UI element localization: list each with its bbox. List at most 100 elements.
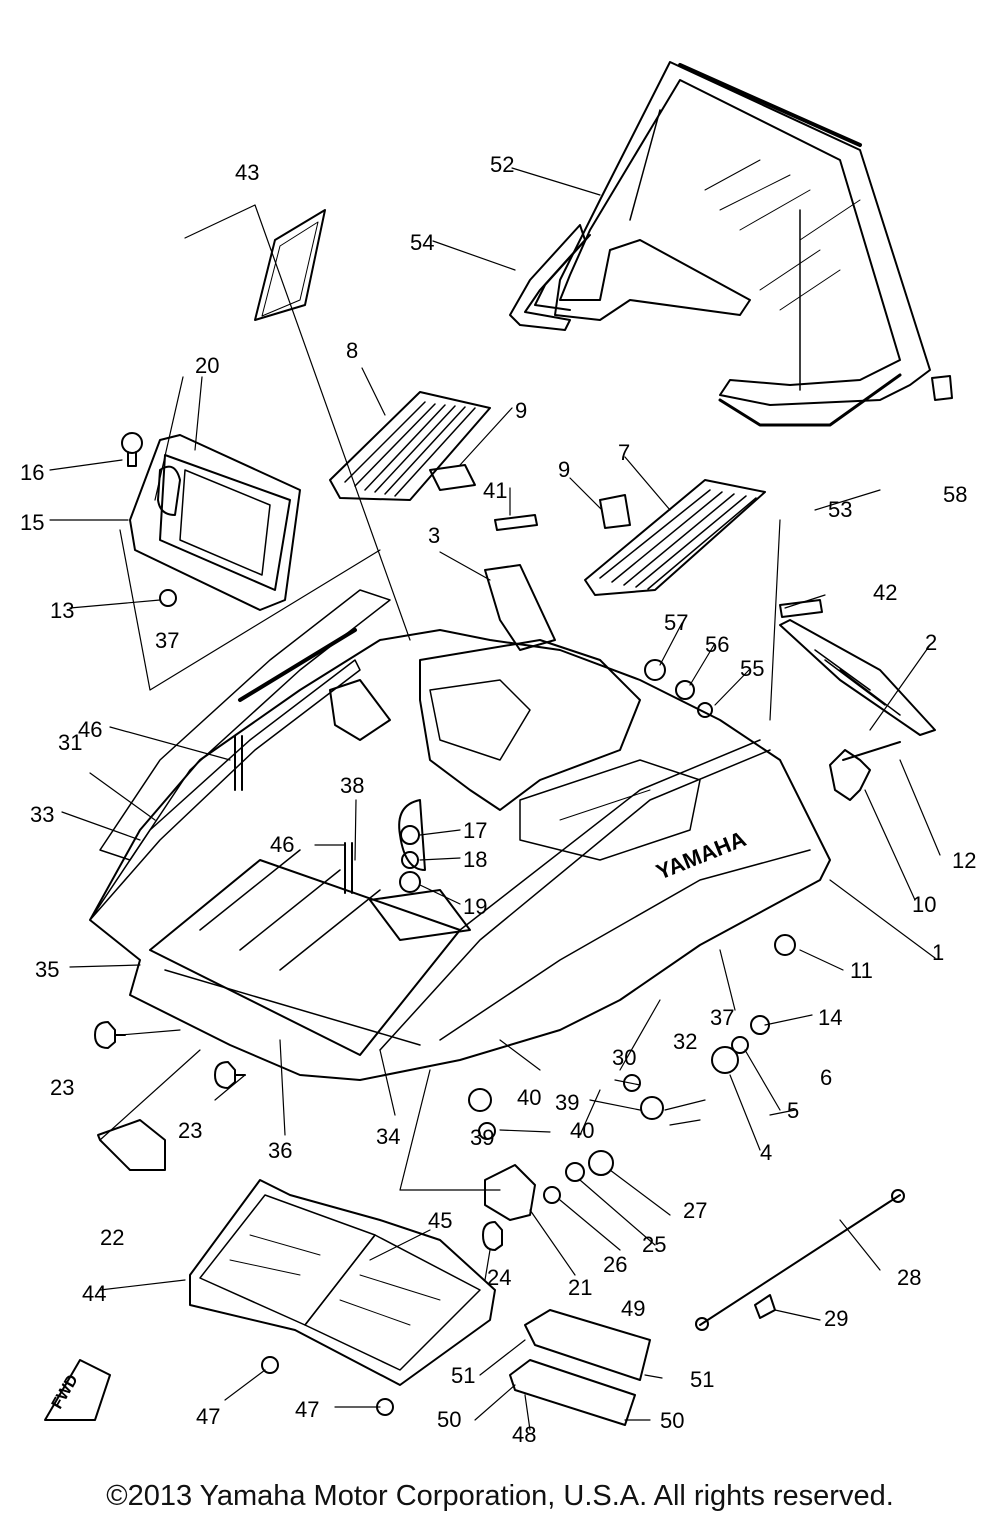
hinge-22 bbox=[97, 1119, 166, 1171]
callout-10: 10 bbox=[912, 892, 936, 917]
callout-24: 24 bbox=[487, 1265, 511, 1290]
washer-39b bbox=[623, 1074, 641, 1092]
callout-37: 37 bbox=[710, 1005, 734, 1030]
clip-9b bbox=[599, 494, 631, 529]
callout-47: 47 bbox=[295, 1397, 319, 1422]
callout-3: 3 bbox=[428, 523, 440, 548]
windshield bbox=[554, 61, 931, 427]
callout-13: 13 bbox=[50, 598, 74, 623]
callout-52: 52 bbox=[490, 152, 514, 177]
callout-36: 36 bbox=[268, 1138, 292, 1163]
callout-8: 8 bbox=[346, 338, 358, 363]
washer-39a bbox=[478, 1122, 496, 1140]
callout-5: 5 bbox=[787, 1098, 799, 1123]
callout-15: 15 bbox=[20, 510, 44, 535]
callout-53: 53 bbox=[828, 497, 852, 522]
callout-46: 46 bbox=[78, 717, 102, 742]
callout-51: 51 bbox=[690, 1367, 714, 1392]
vent-3 bbox=[484, 564, 556, 651]
washer-17 bbox=[400, 825, 420, 845]
callout-27: 27 bbox=[683, 1198, 707, 1223]
callout-45: 45 bbox=[428, 1208, 452, 1233]
side-stripes bbox=[89, 589, 391, 921]
bolt-24 bbox=[482, 1221, 503, 1251]
washer-6 bbox=[750, 1015, 770, 1035]
reflector-panel bbox=[254, 209, 326, 321]
lower-panels bbox=[189, 1179, 496, 1386]
callout-37: 37 bbox=[155, 628, 179, 653]
nut-27 bbox=[588, 1150, 614, 1176]
callout-1: 1 bbox=[932, 940, 944, 965]
callout-40: 40 bbox=[570, 1118, 594, 1143]
callout-19: 19 bbox=[463, 894, 487, 919]
grommet-40a bbox=[468, 1088, 492, 1112]
callout-55: 55 bbox=[740, 656, 764, 681]
nut-19 bbox=[399, 871, 421, 893]
callout-49: 49 bbox=[621, 1296, 645, 1321]
callout-33: 33 bbox=[30, 802, 54, 827]
bolt-16 bbox=[121, 432, 143, 467]
callout-16: 16 bbox=[20, 460, 44, 485]
callout-40: 40 bbox=[517, 1085, 541, 1110]
callout-29: 29 bbox=[824, 1306, 848, 1331]
callout-44: 44 bbox=[82, 1281, 106, 1306]
fwd-arrow-icon bbox=[44, 1359, 111, 1421]
washer-25 bbox=[565, 1162, 585, 1182]
vent-grille-8 bbox=[329, 391, 491, 501]
callout-23: 23 bbox=[178, 1118, 202, 1143]
callout-39: 39 bbox=[470, 1125, 494, 1150]
callout-28: 28 bbox=[897, 1265, 921, 1290]
nut-4 bbox=[711, 1046, 739, 1074]
pin-46a bbox=[234, 735, 243, 791]
callout-30: 30 bbox=[612, 1045, 636, 1070]
copyright-notice: ©2013 Yamaha Motor Corporation, U.S.A. A… bbox=[106, 1480, 894, 1512]
callout-56: 56 bbox=[705, 632, 729, 657]
washer-26 bbox=[543, 1186, 561, 1204]
pin-46b bbox=[344, 842, 353, 894]
callout-12: 12 bbox=[952, 848, 976, 873]
callout-17: 17 bbox=[463, 818, 487, 843]
hinge-21 bbox=[484, 1164, 536, 1221]
callout-26: 26 bbox=[603, 1252, 627, 1277]
nut-13 bbox=[159, 589, 177, 607]
callout-54: 54 bbox=[410, 230, 434, 255]
callout-51: 51 bbox=[451, 1363, 475, 1388]
callout-25: 25 bbox=[642, 1232, 666, 1257]
callout-50: 50 bbox=[437, 1407, 461, 1432]
emblem-41 bbox=[494, 514, 538, 531]
callout-31: 31 bbox=[58, 730, 82, 755]
callout-39: 39 bbox=[555, 1090, 579, 1115]
step-48 bbox=[509, 1359, 636, 1426]
emblem-42 bbox=[779, 599, 823, 618]
callout-42: 42 bbox=[873, 580, 897, 605]
callout-41: 41 bbox=[483, 478, 507, 503]
callout-57: 57 bbox=[664, 610, 688, 635]
callout-35: 35 bbox=[35, 957, 59, 982]
nut-14 bbox=[774, 934, 796, 956]
callout-34: 34 bbox=[376, 1124, 400, 1149]
plug-58 bbox=[931, 375, 953, 401]
callout-11: 11 bbox=[850, 958, 873, 983]
callout-numbers: 1234567899101112131415161718192021222323… bbox=[20, 152, 976, 1447]
rear-badge bbox=[779, 619, 936, 736]
washer-5 bbox=[731, 1036, 749, 1054]
pad-47a bbox=[261, 1356, 279, 1374]
callout-6: 6 bbox=[820, 1065, 832, 1090]
lever-10 bbox=[829, 749, 871, 801]
washer-18 bbox=[401, 851, 419, 869]
washer-55 bbox=[697, 702, 713, 718]
callout-47: 47 bbox=[196, 1404, 220, 1429]
callout-21: 21 bbox=[568, 1275, 592, 1300]
callout-14: 14 bbox=[818, 1005, 842, 1030]
callout-2: 2 bbox=[925, 630, 937, 655]
callout-38: 38 bbox=[340, 773, 364, 798]
grommet-40b bbox=[640, 1096, 664, 1120]
callout-22: 22 bbox=[100, 1225, 124, 1250]
callout-23: 23 bbox=[50, 1075, 74, 1100]
callout-4: 4 bbox=[760, 1140, 772, 1165]
cable-28 bbox=[695, 1189, 905, 1331]
bracket-38 bbox=[369, 889, 471, 941]
brand-decal: YAMAHA bbox=[653, 826, 750, 885]
callout-18: 18 bbox=[463, 847, 487, 872]
washer-56 bbox=[675, 680, 695, 700]
